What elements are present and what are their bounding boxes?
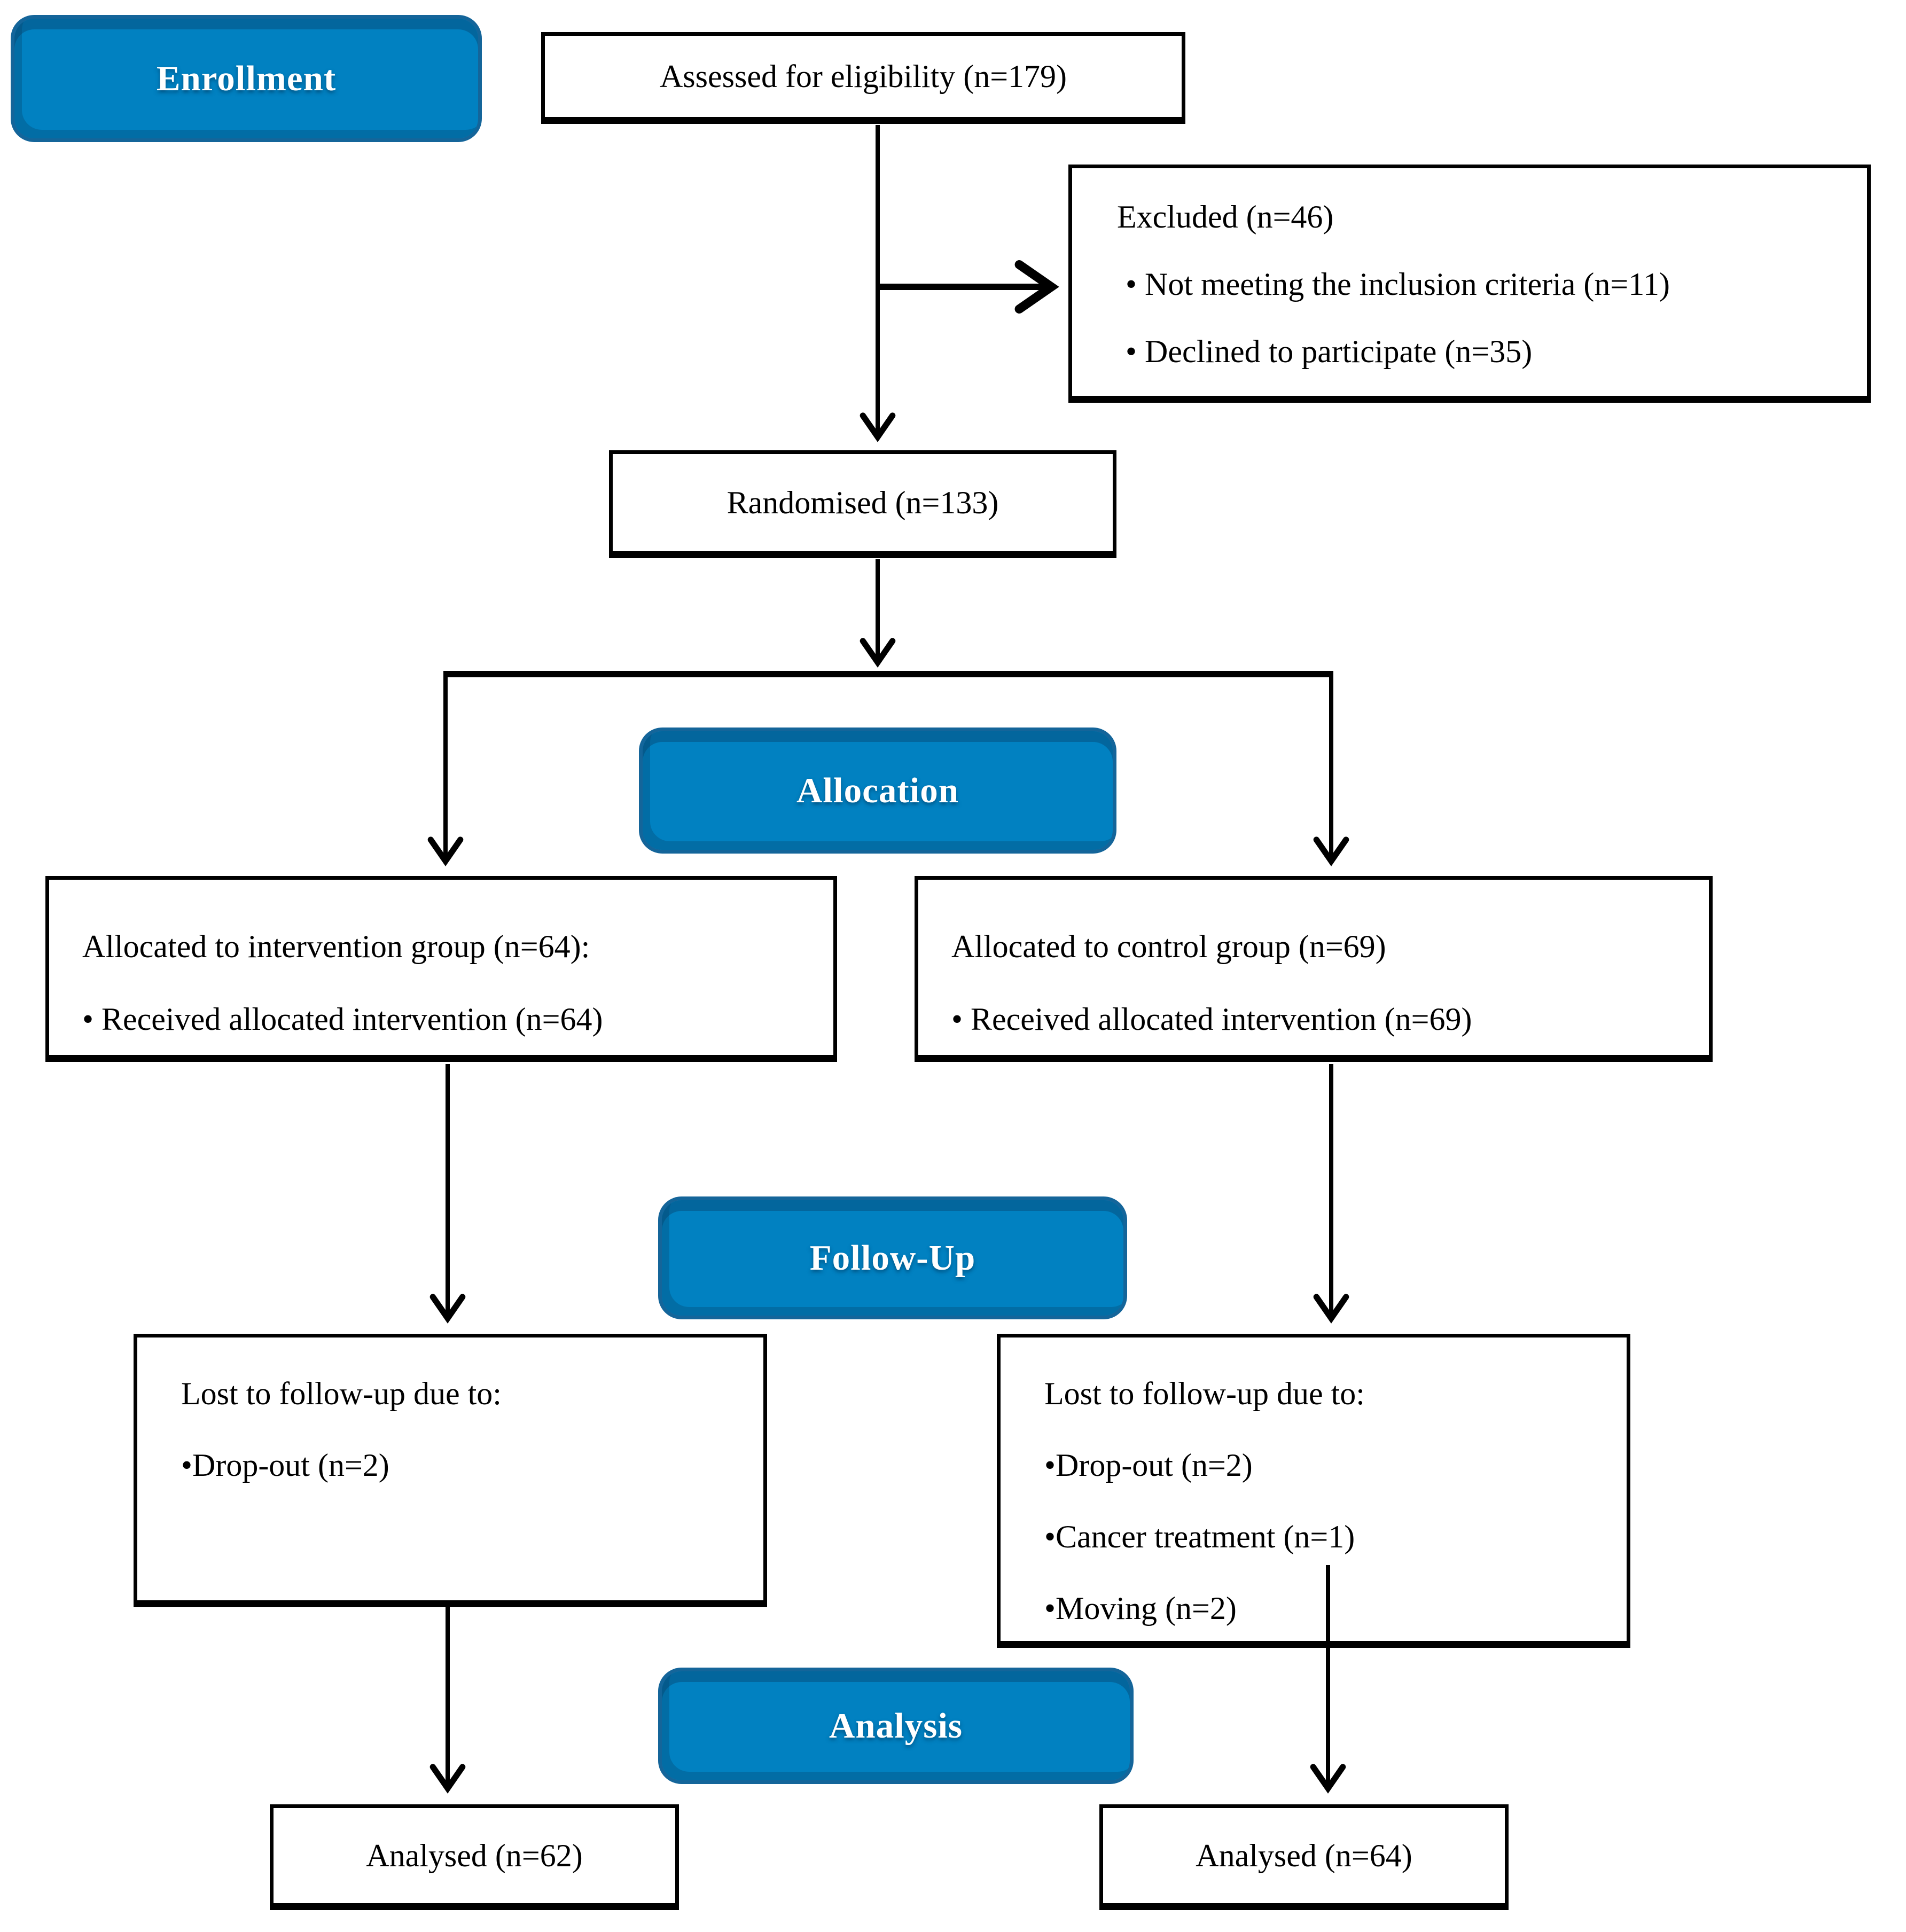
excluded-items: • Not meeting the inclusion criteria (n=… [1117,263,1848,372]
bullet-item: • Not meeting the inclusion criteria (n=… [1126,267,1670,302]
stage-label-follow-up: Follow-Up [809,1238,976,1278]
randomised-text: Randomised (n=133) [727,485,999,520]
stage-badge-enrollment: Enrollment [11,15,482,142]
control-items: • Received allocated intervention (n=69) [951,998,1696,1040]
bullet-item: •Drop-out (n=2) [181,1448,389,1483]
bullet-item: •Cancer treatment (n=1) [1044,1519,1355,1554]
control-title: Allocated to control group (n=69) [951,929,1386,964]
bullet-item: • Declined to participate (n=35) [1126,334,1533,369]
analysed-intervention-text: Analysed (n=62) [366,1838,583,1873]
bullet-item: • Received allocated intervention (n=64) [82,1002,603,1037]
analysed-control-text: Analysed (n=64) [1196,1838,1412,1873]
intervention-title: Allocated to intervention group (n=64): [82,929,590,964]
assessed-text: Assessed for eligibility (n=179) [659,59,1067,94]
analysed-intervention-box: Analysed (n=62) [270,1804,679,1910]
intervention-items: • Received allocated intervention (n=64) [82,998,821,1040]
stage-badge-analysis: Analysis [658,1668,1134,1784]
stage-label-allocation: Allocation [796,770,959,810]
lost-intervention-title: Lost to follow-up due to: [181,1376,502,1411]
lost-control-title: Lost to follow-up due to: [1044,1376,1365,1411]
bullet-item: • Received allocated intervention (n=69) [951,1002,1472,1037]
bullet-item: •Drop-out (n=2) [1044,1448,1253,1483]
excluded-box: Excluded (n=46) • Not meeting the inclus… [1068,165,1871,403]
stage-badge-allocation: Allocation [639,728,1116,854]
bullet-item: •Moving (n=2) [1044,1591,1237,1626]
randomised-box: Randomised (n=133) [609,450,1116,558]
stage-badge-follow-up: Follow-Up [658,1196,1127,1319]
intervention-allocation-box: Allocated to intervention group (n=64): … [45,876,837,1062]
excluded-title: Excluded (n=46) [1117,199,1334,234]
lost-control-items: •Drop-out (n=2) •Cancer treatment (n=1) •M… [1044,1444,1616,1629]
lost-intervention-items: •Drop-out (n=2) [181,1444,753,1486]
lost-followup-intervention-box: Lost to follow-up due to: •Drop-out (n=2… [134,1334,767,1607]
stage-label-analysis: Analysis [829,1706,963,1746]
control-allocation-box: Allocated to control group (n=69) • Rece… [915,876,1713,1062]
assessed-box: Assessed for eligibility (n=179) [541,32,1185,124]
lost-followup-control-box: Lost to follow-up due to: •Drop-out (n=2… [997,1334,1630,1648]
analysed-control-box: Analysed (n=64) [1099,1804,1509,1910]
stage-label-enrollment: Enrollment [156,58,337,98]
